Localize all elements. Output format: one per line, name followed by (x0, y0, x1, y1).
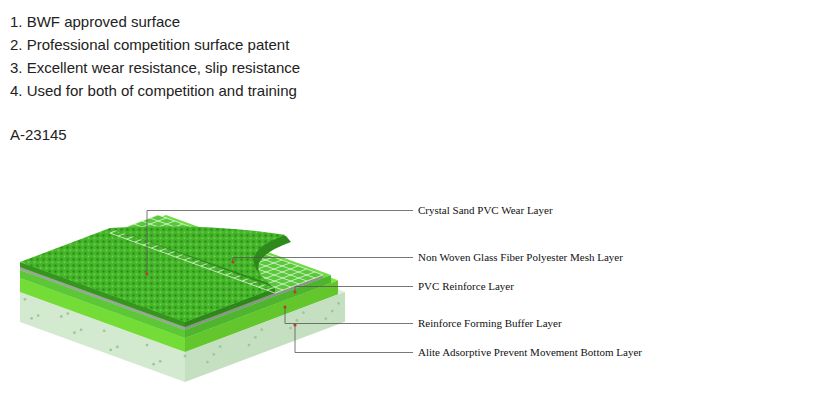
leader-line (295, 325, 413, 353)
feature-item: 4. Used for both of competition and trai… (10, 82, 297, 100)
leader-dot (293, 323, 296, 326)
mesh-grid (110, 215, 323, 293)
leader-line (295, 287, 413, 293)
layer-top-face (20, 215, 331, 330)
leader-dot (283, 305, 286, 308)
layer-label: Reinforce Forming Buffer Layer (418, 317, 562, 330)
layer-top-face (20, 215, 323, 327)
flap-top (110, 226, 286, 284)
leader-line (285, 307, 413, 324)
feature-item: 2. Professional competition surface pate… (10, 36, 289, 54)
leader-dot (231, 260, 234, 263)
bottom-dots (24, 298, 340, 366)
model-number: A-23145 (10, 126, 67, 144)
feature-item: 3. Excellent wear resistance, slip resis… (10, 59, 300, 77)
layer-label: Alite Adsorptive Prevent Movement Bottom… (418, 346, 642, 359)
leader-dot (145, 272, 148, 275)
layer-label: PVC Reinforce Layer (418, 280, 514, 293)
layer-label: Crystal Sand PVC Wear Layer (418, 204, 553, 217)
leader-line (233, 258, 413, 263)
feature-item: 1. BWF approved surface (10, 13, 180, 31)
layer-label: Non Woven Glass Fiber Polyester Mesh Lay… (418, 251, 623, 264)
leader-line (147, 211, 413, 275)
leader-dot (293, 290, 296, 293)
